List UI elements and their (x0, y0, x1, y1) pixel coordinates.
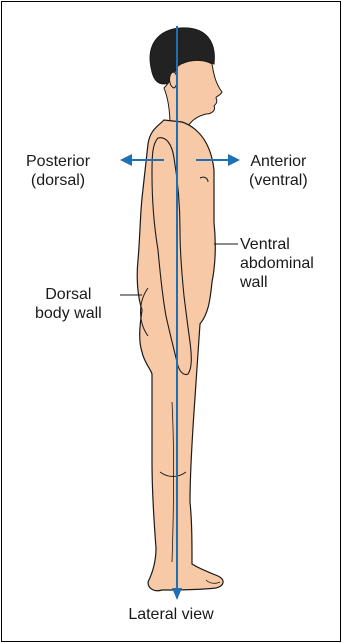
left-arrow-icon (120, 154, 132, 166)
anterior-label-line1: Anterior (249, 152, 308, 171)
ventral-wall-label-line3: wall (240, 273, 314, 292)
anterior-label-line2: (ventral) (249, 171, 308, 190)
posterior-label: Posterior (dorsal) (26, 152, 90, 190)
axis-arrowhead (172, 588, 182, 600)
ventral-wall-label-line1: Ventral (240, 235, 314, 254)
view-caption-text: Lateral view (2, 605, 340, 624)
anterior-label: Anterior (ventral) (249, 152, 308, 190)
ventral-wall-label: Ventral abdominal wall (240, 235, 314, 292)
ventral-wall-label-line2: abdominal (240, 254, 314, 273)
dorsal-wall-label-line2: body wall (35, 304, 102, 323)
posterior-label-line2: (dorsal) (26, 171, 90, 190)
posterior-label-line1: Posterior (26, 152, 90, 171)
dorsal-wall-label: Dorsal body wall (35, 285, 102, 323)
view-caption: Lateral view (2, 605, 340, 624)
right-arrow-icon (228, 154, 240, 166)
dorsal-wall-label-line1: Dorsal (35, 285, 102, 304)
ear (170, 72, 178, 88)
